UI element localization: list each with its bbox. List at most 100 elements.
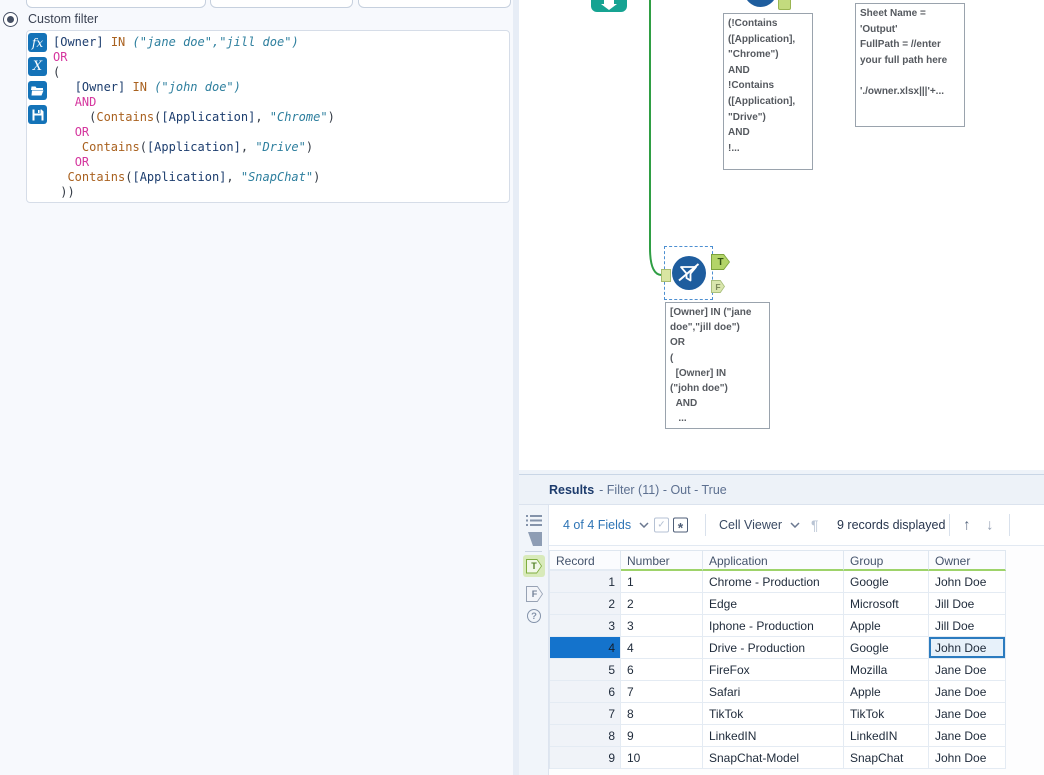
table-cell[interactable]: Jane Doe (929, 703, 1006, 725)
true-tag-icon: T (526, 558, 542, 574)
false-output-anchor[interactable]: F (711, 280, 725, 293)
record-cell[interactable]: 9 (550, 747, 621, 769)
record-cell[interactable]: 1 (550, 571, 621, 593)
clear-selection-icon[interactable]: * (673, 517, 688, 535)
tab-false-output[interactable]: F (526, 586, 543, 602)
table-cell[interactable]: 9 (621, 725, 703, 747)
table-cell[interactable]: 10 (621, 747, 703, 769)
column-header[interactable]: Owner (929, 551, 1006, 571)
record-cell[interactable]: 3 (550, 615, 621, 637)
table-cell[interactable]: Google (844, 637, 929, 659)
results-splitter[interactable] (519, 470, 1044, 474)
custom-filter-radio[interactable] (3, 11, 18, 27)
filter-tool-icon[interactable] (672, 256, 706, 290)
true-output-anchor[interactable]: T (711, 254, 730, 270)
save-expression-icon[interactable] (28, 105, 47, 124)
config-input-stub[interactable] (26, 0, 206, 8)
data-panel-icon[interactable] (526, 532, 542, 546)
results-toolbar: 4 of 4 Fields ✓ * Cell Viewer ¶ 9 record… (549, 505, 1044, 546)
expression-line: )) (53, 185, 75, 199)
anchor-badge-icon[interactable] (778, 0, 791, 10)
column-header[interactable]: Number (621, 551, 703, 571)
expression-line: [Owner] IN ("jane doe","jill doe") (53, 35, 299, 49)
table-cell[interactable]: LinkedIN (844, 725, 929, 747)
record-cell[interactable]: 5 (550, 659, 621, 681)
output-tool-icon[interactable] (591, 0, 627, 12)
table-cell[interactable]: 4 (621, 637, 703, 659)
cell-viewer-dropdown[interactable]: Cell Viewer (719, 518, 800, 532)
column-header[interactable]: Application (703, 551, 844, 571)
table-cell[interactable]: 2 (621, 593, 703, 615)
table-cell[interactable]: 6 (621, 659, 703, 681)
panel-divider[interactable] (513, 0, 519, 775)
variables-icon[interactable]: X (28, 57, 47, 76)
results-subtitle: - Filter (11) - Out - True (599, 482, 727, 497)
expression-editor[interactable]: fx X [Owner] IN ("jane doe","jill doe")O… (26, 30, 510, 203)
table-cell[interactable]: Iphone - Production (703, 615, 844, 637)
expression-code[interactable]: [Owner] IN ("jane doe","jill doe")OR( [O… (53, 35, 503, 200)
table-cell[interactable]: 8 (621, 703, 703, 725)
record-cell[interactable]: 6 (550, 681, 621, 703)
filter-input-anchor[interactable] (661, 269, 671, 282)
filter-config-panel: Custom filter fx X [Owner] IN ("jane doe… (0, 0, 513, 775)
apply-check-icon[interactable]: ✓ (654, 517, 669, 533)
table-cell[interactable]: Microsoft (844, 593, 929, 615)
table-cell[interactable]: John Doe (929, 637, 1006, 659)
table-cell[interactable]: FireFox (703, 659, 844, 681)
table-cell[interactable]: 3 (621, 615, 703, 637)
workflow-canvas[interactable]: (!Contains ([Application], "Chrome") AND… (519, 0, 1044, 470)
table-cell[interactable]: LinkedIN (703, 725, 844, 747)
table-cell[interactable]: Safari (703, 681, 844, 703)
scroll-up-icon[interactable]: ↑ (963, 516, 971, 534)
table-cell[interactable]: Mozilla (844, 659, 929, 681)
table-cell[interactable]: TikTok (703, 703, 844, 725)
table-cell[interactable]: Chrome - Production (703, 571, 844, 593)
filter-tool-2-icon[interactable] (744, 0, 777, 7)
table-cell[interactable]: 1 (621, 571, 703, 593)
fields-dropdown[interactable]: 4 of 4 Fields (563, 518, 649, 532)
table-cell[interactable]: Apple (844, 615, 929, 637)
table-cell[interactable]: Drive - Production (703, 637, 844, 659)
toolbar-separator (949, 514, 950, 536)
record-cell[interactable]: 7 (550, 703, 621, 725)
filter-tool-annotation: [Owner] IN ("jane doe","jill doe") OR ( … (665, 302, 770, 429)
table-cell[interactable]: Apple (844, 681, 929, 703)
open-expression-icon[interactable] (28, 81, 47, 100)
config-input-stub[interactable] (358, 0, 511, 8)
table-cell[interactable]: Edge (703, 593, 844, 615)
table-cell[interactable]: 7 (621, 681, 703, 703)
functions-icon[interactable]: fx (28, 33, 47, 52)
help-icon[interactable]: ? (527, 609, 541, 623)
chevron-down-icon (639, 522, 649, 528)
config-input-stub[interactable] (210, 0, 353, 8)
column-header[interactable]: Group (844, 551, 929, 571)
table-cell[interactable]: Jill Doe (929, 615, 1006, 637)
table-cell[interactable]: SnapChat (844, 747, 929, 769)
table-cell[interactable]: Jill Doe (929, 593, 1006, 615)
tab-true-output[interactable]: T (523, 555, 545, 577)
table-cell[interactable]: Google (844, 571, 929, 593)
whitespace-toggle-icon[interactable]: ¶ (811, 517, 819, 533)
expression-line: AND (74, 95, 97, 109)
expression-line: ( (53, 65, 61, 79)
table-cell[interactable]: Jane Doe (929, 681, 1006, 703)
metadata-list-icon[interactable] (526, 514, 542, 527)
expression-line: Contains([Application], "SnapChat") (67, 170, 321, 184)
column-header[interactable]: Record (550, 551, 621, 571)
scroll-down-icon[interactable]: ↓ (986, 516, 994, 534)
record-cell[interactable]: 2 (550, 593, 621, 615)
table-cell[interactable]: Jane Doe (929, 725, 1006, 747)
table-cell[interactable]: TikTok (844, 703, 929, 725)
expression-line: OR (53, 50, 68, 64)
record-cell[interactable]: 4 (550, 637, 621, 659)
table-cell[interactable]: John Doe (929, 747, 1006, 769)
output-annotation: Sheet Name = 'Output' FullPath = //enter… (855, 3, 965, 127)
table-cell[interactable]: SnapChat-Model (703, 747, 844, 769)
record-cell[interactable]: 8 (550, 725, 621, 747)
table-cell[interactable]: John Doe (929, 571, 1006, 593)
toolbar-separator (1009, 514, 1010, 536)
table-cell[interactable]: Jane Doe (929, 659, 1006, 681)
